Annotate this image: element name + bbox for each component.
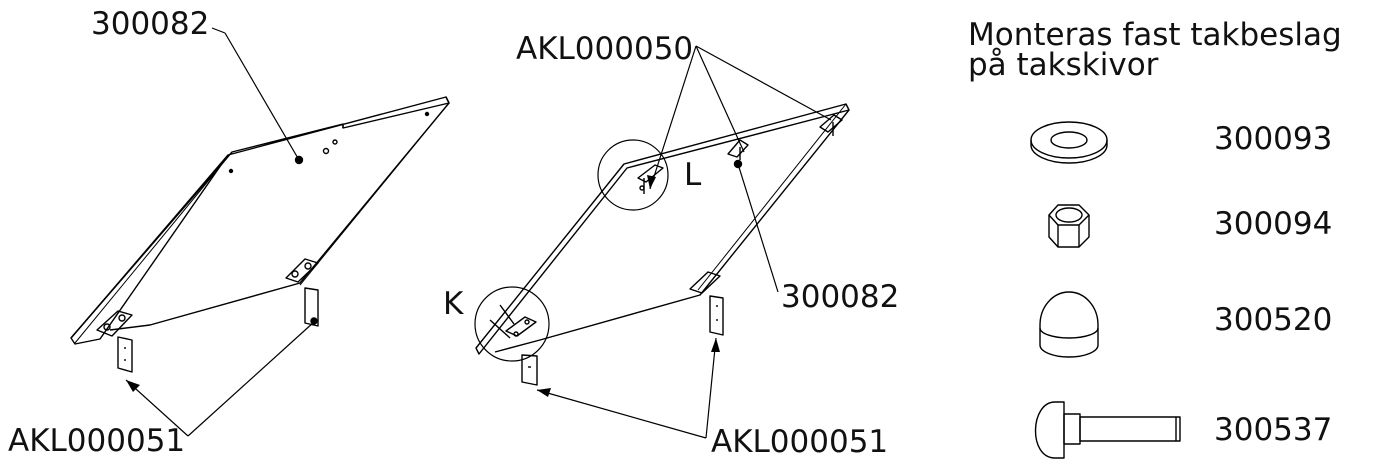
middle-bracket-front	[521, 354, 538, 386]
label-left-plate-part: 300082	[91, 6, 210, 42]
parts-title: Monteras fast takbeslag på takskivor	[968, 17, 1342, 83]
cap-nut-icon	[1039, 291, 1099, 358]
left-bracket-back	[285, 258, 319, 327]
middle-roof-panel	[475, 103, 850, 355]
part-number-cap-nut: 300520	[1214, 302, 1333, 338]
label-left-bracket-part: AKL000051	[8, 423, 186, 459]
left-roof-panel	[70, 96, 450, 345]
label-middle-bracket-part: AKL000051	[711, 424, 889, 460]
parts-title-line1: Monteras fast takbeslag	[968, 17, 1342, 53]
part-number-hex-nut: 300094	[1214, 206, 1333, 242]
hex-nut-icon	[1048, 204, 1090, 248]
washer-icon	[1030, 121, 1108, 164]
detail-circle-l	[597, 139, 669, 211]
label-detail-l: L	[684, 157, 702, 193]
middle-brackets-top	[727, 114, 843, 169]
label-middle-plate-part: 300082	[781, 279, 900, 315]
label-detail-k: K	[443, 286, 464, 322]
carriage-bolt-icon	[1034, 401, 1181, 459]
part-number-carriage-bolt: 300537	[1214, 412, 1333, 448]
part-number-washer: 300093	[1214, 121, 1333, 157]
left-bracket-front	[96, 310, 133, 373]
detail-circle-k	[474, 286, 550, 362]
label-middle-top-bracket-part: AKL000050	[516, 31, 694, 67]
middle-bracket-back	[689, 271, 724, 336]
parts-title-line2: på takskivor	[968, 47, 1159, 83]
